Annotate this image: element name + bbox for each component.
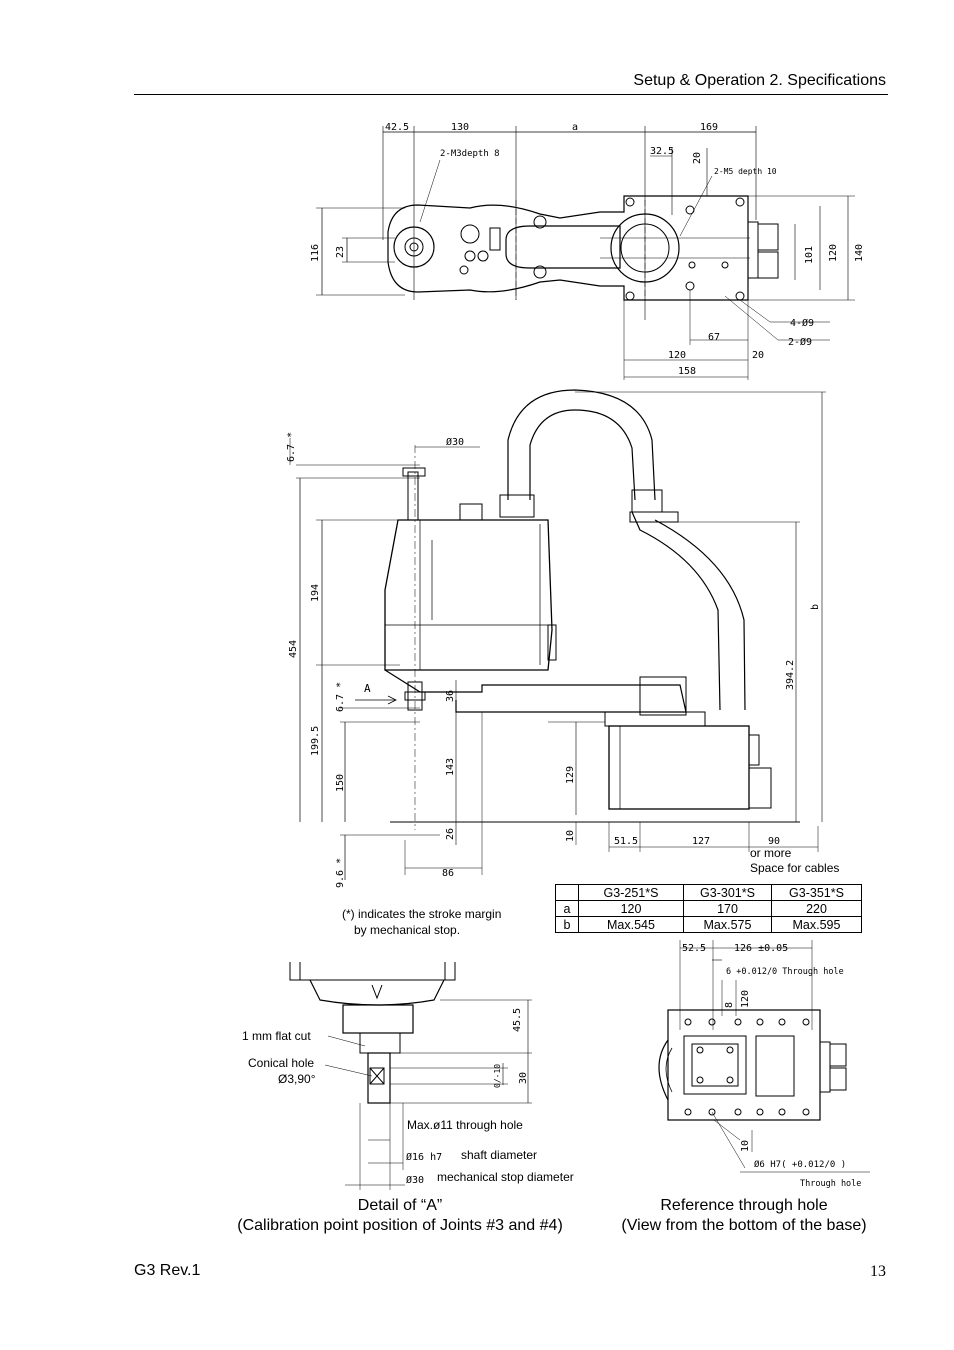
dim-side-36: 36 [445,690,456,702]
detail-a-caption-1: Detail of “A” [357,1197,443,1214]
dim-side-90: 90 [768,836,780,847]
dim-top-20a: 20 [692,152,703,164]
footer-doc-name: G3 Rev.1 [134,1262,201,1279]
cable-note-2: Space for cables [750,861,840,875]
dim-top-42-5: 42.5 [385,122,409,133]
detail-a-caption-2: (Calibration point position of Joints #3… [237,1217,563,1234]
detail-a-drawing [289,962,532,1190]
side-view-drawing [289,389,826,880]
dim-top-158: 158 [678,366,696,377]
dim-side-a-arrow: A [364,682,371,695]
dim-top-m5: 2-M5 depth 10 [714,167,777,176]
table-cell: a [555,900,579,917]
dim-side-9-6: 9.6 * [335,858,346,888]
dim-detail-d30: Ø30 [406,1174,424,1186]
table-cell: b [555,916,579,933]
dim-top-101: 101 [804,246,815,264]
table-cell: Max.595 [771,916,862,933]
dim-top-2-9: 2-Ø9 [788,336,812,348]
table-cell: 170 [683,900,772,917]
dim-side-51-5: 51.5 [614,836,638,847]
table-header-cell [555,884,579,901]
dim-ref-120: 120 [740,990,751,1008]
dim-top-32-5: 32.5 [650,146,674,157]
dim-ref-10: 10 [740,1140,751,1152]
running-header: Setup & Operation 2. Specifications [633,72,886,89]
dim-detail-45-5: 45.5 [512,1008,523,1032]
dim-side-150: 150 [335,774,346,792]
dim-top-4-9: 4-Ø9 [790,317,814,329]
dim-side-454: 454 [288,640,299,658]
conical-hole-label: Conical hole [248,1056,315,1070]
dim-side-394-2: 394.2 [785,660,796,690]
dim-ref-through: Through hole [800,1179,861,1189]
table-header-cell: G3-351*S [771,884,862,901]
stroke-note-line-1: (*) indicates the stroke margin [342,907,502,921]
dim-top-20b: 20 [752,350,764,361]
dim-side-143: 143 [445,758,456,776]
dim-side-194: 194 [310,584,321,602]
flat-cut-label: 1 mm flat cut [242,1029,311,1043]
dim-top-23: 23 [335,246,346,258]
stroke-note: (*) indicates the stroke margin by mecha… [342,906,501,938]
dim-top-130: 130 [451,122,469,133]
dim-ref-126: 126 ±0.05 [734,943,788,954]
through-hole-label: Max.ø11 through hole [407,1118,523,1132]
dim-ref-8: 8 [724,1002,735,1008]
model-spec-table: G3-251*S G3-301*S G3-351*S a 120 170 220… [555,884,862,933]
dim-top-120: 120 [828,244,839,262]
dim-detail-tol: 0/-10 [493,1064,502,1088]
conical-hole-angle: Ø3,90° [278,1072,316,1086]
reference-hole-drawing [658,940,870,1173]
dim-side-b: b [810,604,821,610]
table-row: a 120 170 220 [555,900,862,917]
dim-side-d30: Ø30 [446,436,464,448]
cable-note-1: or more [750,846,792,860]
dim-ref-d6: Ø6 H7( +0.012/0 ) [754,1159,846,1170]
dim-detail-30v: 30 [518,1072,529,1084]
shaft-diameter-label: shaft diameter [461,1148,538,1162]
ref-hole-caption-1: Reference through hole [660,1197,828,1214]
dim-ref-52-5: 52.5 [682,943,706,954]
dim-top-m3: 2-M3depth 8 [440,149,500,159]
page-number: 13 [870,1263,886,1280]
dim-top-140: 140 [854,244,865,262]
table-cell: Max.575 [683,916,772,933]
dim-top-a: a [572,122,578,133]
dim-detail-d16: Ø16 h7 [406,1151,442,1163]
detail-a-caption: Detail of “A” (Calibration point positio… [210,1196,590,1236]
dim-side-199-5: 199.5 [310,726,321,756]
dim-top-116: 116 [310,244,321,262]
table-header-cell: G3-301*S [683,884,772,901]
dim-side-127: 127 [692,836,710,847]
dim-side-6-7b: 6.7 * [335,682,346,712]
table-header-cell: G3-251*S [578,884,684,901]
dim-side-86: 86 [442,868,454,879]
dim-side-129: 129 [565,766,576,784]
table-cell: 220 [771,900,862,917]
stroke-note-line-2: by mechanical stop. [354,923,461,937]
table-cell: Max.545 [578,916,684,933]
table-header-row: G3-251*S G3-301*S G3-351*S [555,884,862,901]
header-rule [134,94,888,95]
table-row: b Max.545 Max.575 Max.595 [555,916,862,933]
dim-ref-6: 6 +0.012/0 Through hole [726,967,844,977]
dim-side-26: 26 [445,828,456,840]
dim-top-169: 169 [700,122,718,133]
dim-top-67: 67 [708,332,720,343]
top-view-drawing [316,126,855,380]
mech-stop-label: mechanical stop diameter [437,1170,574,1184]
dim-top-120b: 120 [668,350,686,361]
table-cell: 120 [578,900,684,917]
dim-side-6-7a: 6.7 * [286,432,297,462]
ref-hole-caption-2: (View from the bottom of the base) [621,1217,867,1234]
dim-side-10: 10 [565,830,576,842]
ref-hole-caption: Reference through hole (View from the bo… [604,1196,884,1236]
